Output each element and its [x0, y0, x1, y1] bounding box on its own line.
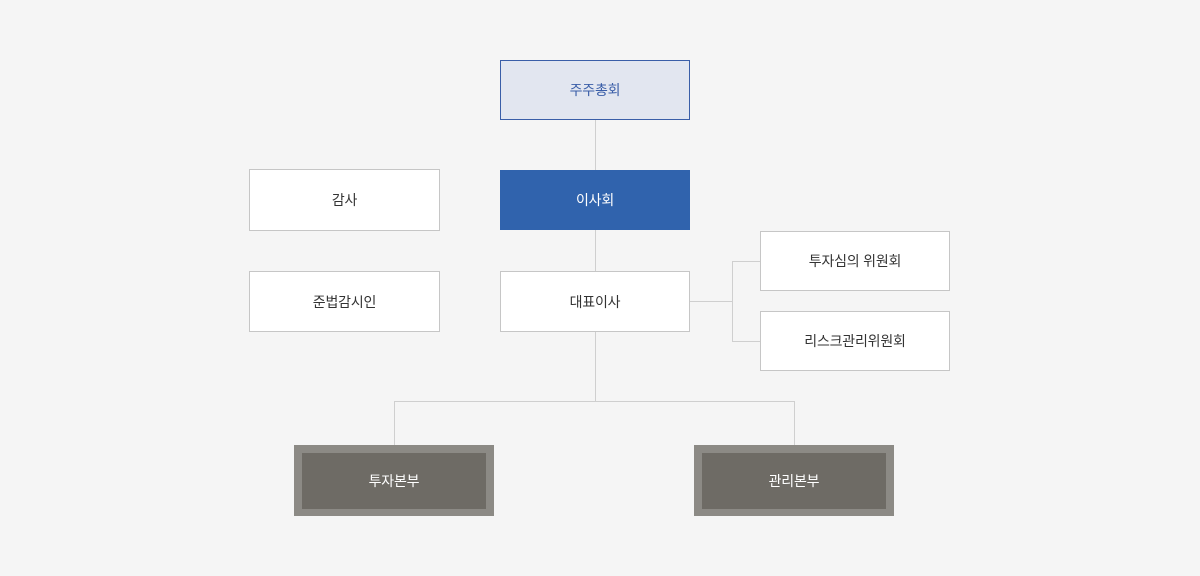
node-management-division-label: 관리본부: [702, 453, 886, 509]
connector-bus-to-risk-management: [732, 341, 760, 342]
node-investment-review-committee[interactable]: 투자심의 위원회: [760, 231, 950, 291]
node-investment-division-label: 투자본부: [302, 453, 486, 509]
connector-bus-to-management-division: [794, 401, 795, 445]
connector-bus-to-investment-review: [732, 261, 760, 262]
connector-ceo-to-divisions-stem: [595, 332, 596, 401]
node-auditor[interactable]: 감사: [249, 169, 440, 231]
connector-board-to-ceo: [595, 230, 596, 271]
connector-divisions-bus: [394, 401, 795, 402]
connector-ceo-to-committee-stem: [690, 301, 732, 302]
node-ceo[interactable]: 대표이사: [500, 271, 690, 332]
node-shareholders-meeting[interactable]: 주주총회: [500, 60, 690, 120]
node-compliance-officer[interactable]: 준법감시인: [249, 271, 440, 332]
connector-bus-to-investment-division: [394, 401, 395, 445]
connector-shareholders-to-board: [595, 120, 596, 170]
node-board-of-directors[interactable]: 이사회: [500, 170, 690, 230]
node-risk-management-committee[interactable]: 리스크관리위원회: [760, 311, 950, 371]
connector-committee-bus: [732, 261, 733, 342]
node-investment-division[interactable]: 투자본부: [294, 445, 494, 516]
node-management-division[interactable]: 관리본부: [694, 445, 894, 516]
